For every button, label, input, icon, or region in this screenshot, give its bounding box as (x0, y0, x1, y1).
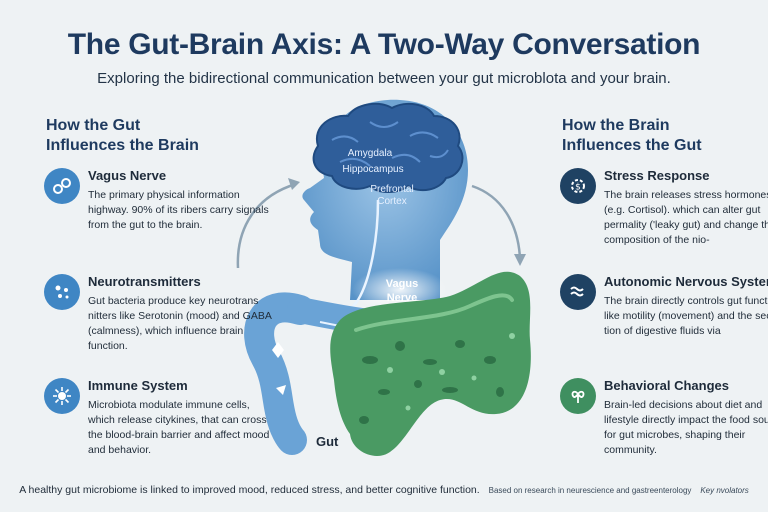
left-item-body: Gut bacteria produce key neurotrans nitt… (88, 295, 272, 352)
right-item-title: Autonomic Nervous System (604, 274, 768, 289)
left-item-title: Neurotransmitters (88, 274, 201, 289)
right-item-title: Behavioral Changes (604, 378, 729, 393)
footer: A healthy gut microbiome is linked to im… (0, 484, 768, 496)
intestine-tube (244, 292, 315, 455)
right-heading: How the Brain Influences the Gut (562, 116, 762, 156)
stress-gear-icon: $ (560, 168, 596, 204)
nerve-link-icon (44, 168, 80, 204)
footer-credit: Key nvolators (700, 486, 749, 495)
arrow-gut-to-brain (236, 182, 297, 269)
page-subtitle: Exploring the bidirectional communicatio… (97, 70, 671, 87)
left-item-body: The primary physical information highway… (88, 189, 269, 231)
brain-label-amygdala: Amygdala (347, 148, 393, 159)
vagus-nerve-label-line1: Vagus (385, 278, 419, 290)
gut-label: Gut (316, 434, 339, 449)
brain-choice-icon (560, 378, 596, 414)
right-heading-line2: Influences the Gut (562, 137, 702, 154)
brain-label-prefrontal: Prefrontal (370, 184, 414, 195)
left-heading-line2: Influences the Brain (46, 137, 199, 154)
arrow-brain-to-gut (471, 184, 522, 259)
right-item-title: Stress Response (604, 168, 710, 183)
immune-cell-icon (44, 378, 80, 414)
right-item-body: The brain releases stress hormones (e.g.… (604, 189, 768, 246)
brain-label-hippocampus: Hippocampus (342, 164, 404, 175)
footer-main: A healthy gut microbiome is linked to im… (19, 484, 480, 496)
brain-label-cortex: Cortex (377, 196, 407, 207)
right-heading-line1: How the Brain (562, 117, 670, 134)
waves-icon (560, 274, 596, 310)
right-item-body: Brain-led decisions about diet and lifes… (604, 399, 768, 456)
page-title: The Gut-Brain Axis: A Two-Way Conversati… (67, 28, 701, 61)
molecules-icon (44, 274, 80, 310)
right-item-body: The brain directly controls gut function… (604, 295, 768, 337)
svg-text:$: $ (575, 183, 581, 193)
left-heading: How the Gut Influences the Brain (46, 116, 246, 156)
left-item-title: Immune System (88, 378, 188, 393)
brain-shape (312, 102, 464, 193)
vagus-nerve-label-line2: Nerve (386, 292, 418, 304)
left-item-title: Vagus Nerve (88, 168, 167, 183)
left-heading-line1: How the Gut (46, 117, 141, 134)
left-item-body: Microbiota modulate immune cells, which … (88, 399, 270, 456)
footer-source: Based on research in neurescience and ga… (488, 486, 692, 495)
